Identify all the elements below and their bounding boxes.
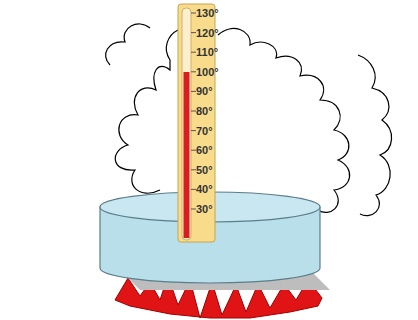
scale-tick xyxy=(191,189,196,190)
scale-tick xyxy=(191,91,196,92)
thermometer-tube xyxy=(182,8,191,240)
scale-ticks xyxy=(191,13,196,209)
scale-tick xyxy=(191,150,196,151)
scale-label: 60° xyxy=(196,144,213,156)
scale-tick xyxy=(191,32,196,33)
scale-tick xyxy=(191,169,196,170)
scale-label: 80° xyxy=(196,105,213,117)
scale-label: 100° xyxy=(196,66,219,78)
scale-label: 40° xyxy=(196,183,213,195)
scale-label: 70° xyxy=(196,125,213,137)
steam-cloud xyxy=(218,28,350,212)
scale-label: 120° xyxy=(196,27,219,39)
scale-tick xyxy=(191,111,196,112)
scale-label: 50° xyxy=(196,164,213,176)
scale-tick xyxy=(191,130,196,131)
scale-tick xyxy=(191,209,196,210)
steam-cloud xyxy=(358,55,392,216)
scale-label: 90° xyxy=(196,85,213,97)
scale-tick xyxy=(191,52,196,53)
steam-cloud xyxy=(115,30,178,193)
scale-label: 110° xyxy=(196,46,218,58)
steam-cloud xyxy=(106,24,150,65)
scale-tick xyxy=(191,71,196,72)
thermometer-fluid xyxy=(184,72,190,238)
scale-tick xyxy=(191,13,196,14)
scale-label: 130° xyxy=(196,7,219,19)
thermometer-case xyxy=(178,4,215,242)
scale-label: 30° xyxy=(196,203,213,215)
